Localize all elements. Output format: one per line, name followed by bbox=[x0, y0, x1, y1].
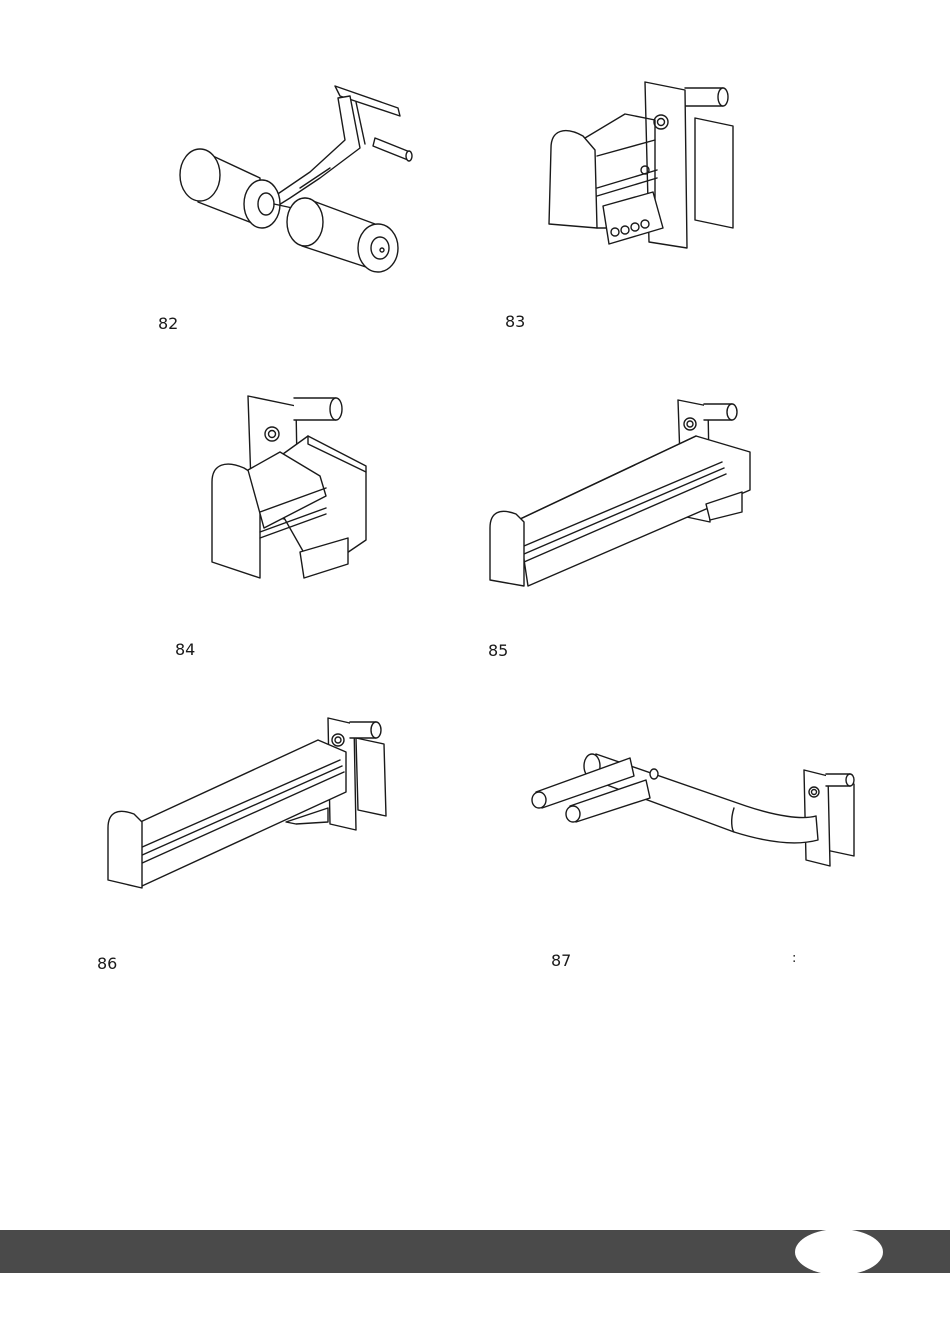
figure-86-long-pad-bracket bbox=[106, 712, 391, 892]
figure-83-label: 83 bbox=[505, 312, 525, 331]
figure-87-label: 87 bbox=[551, 951, 571, 970]
figure-84-short-pad-bracket bbox=[208, 392, 373, 582]
figure-86-label: 86 bbox=[97, 954, 117, 973]
figure-84-label: 84 bbox=[175, 640, 195, 659]
figure-87-curved-bar-pegs bbox=[526, 748, 861, 873]
figure-85-label: 85 bbox=[488, 641, 508, 660]
figure-83-adjustable-bracket bbox=[545, 78, 745, 253]
figure-82-roller-pad bbox=[170, 78, 420, 278]
page-number-oval bbox=[795, 1229, 883, 1275]
stray-mark: : bbox=[792, 951, 796, 966]
figure-85-long-pad-bracket bbox=[488, 396, 758, 591]
figure-82-label: 82 bbox=[158, 314, 178, 333]
